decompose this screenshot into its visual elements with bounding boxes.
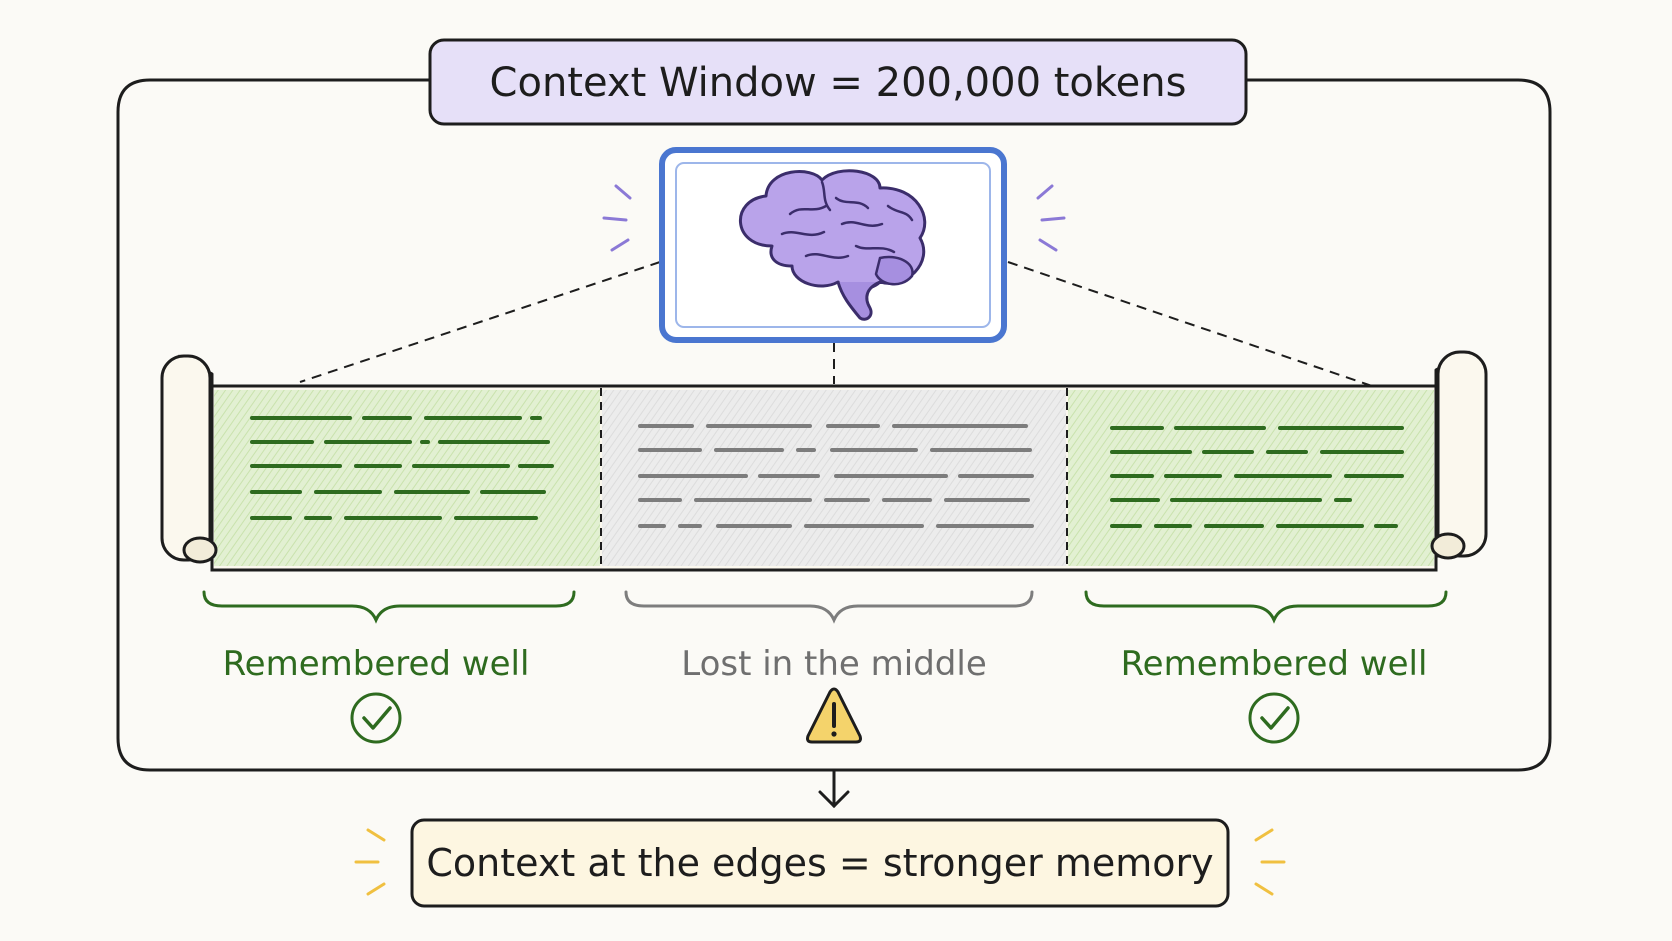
check-circle-icon <box>1248 692 1300 744</box>
text-lines-left <box>250 416 554 520</box>
brace-left <box>202 590 576 624</box>
warning-icon <box>806 687 862 744</box>
title-box: Context Window = 200,000 tokens <box>428 38 1248 126</box>
brain-glow-marks <box>602 184 1066 252</box>
conclusion-box: Context at the edges = stronger memory <box>410 818 1230 908</box>
section-label-left: Remembered well <box>223 644 530 684</box>
text-lines-middle <box>638 424 1034 528</box>
conclusion-text: Context at the edges = stronger memory <box>426 841 1213 885</box>
focus-lines <box>299 261 1379 389</box>
diagram-title: Context Window = 200,000 tokens <box>490 60 1187 106</box>
section-label-middle: Lost in the middle <box>681 644 987 684</box>
section-label-right: Remembered well <box>1121 644 1428 684</box>
arrow-down-icon <box>818 768 850 809</box>
brace-middle <box>624 590 1034 624</box>
brace-right <box>1084 590 1448 624</box>
check-circle-icon <box>350 692 402 744</box>
emphasis-marks <box>354 828 1286 896</box>
brain-icon <box>739 169 927 321</box>
text-lines-right <box>1110 426 1404 528</box>
scroll-icon <box>160 350 1488 572</box>
